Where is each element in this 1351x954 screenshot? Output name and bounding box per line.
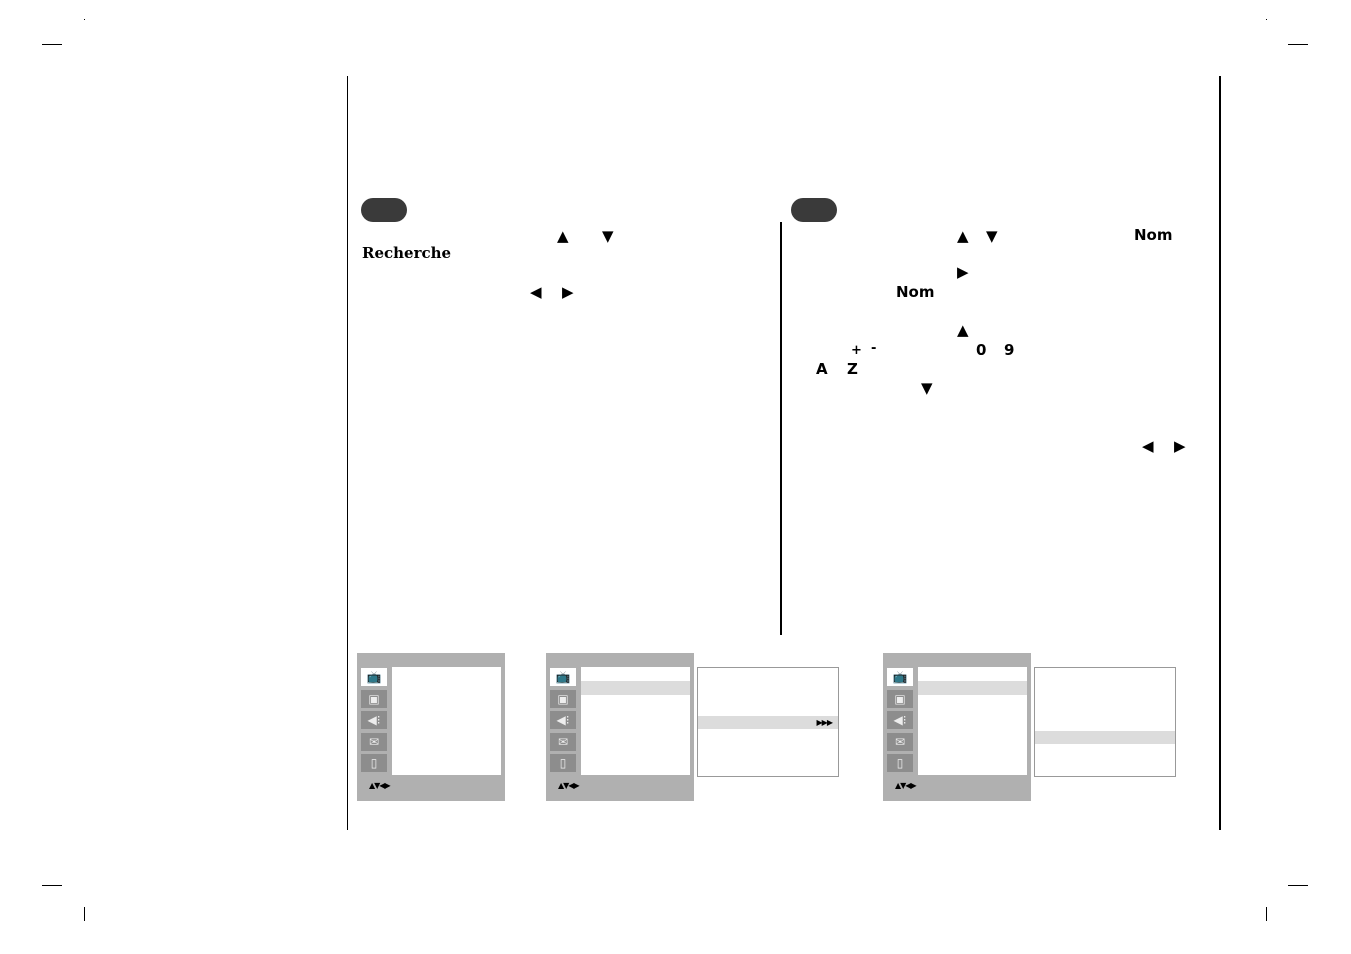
keyword-nom: Nom [896,283,935,301]
crop-mark [1288,44,1308,45]
sound-icon: ◀⁝ [887,711,913,729]
osd-menu-pane [392,667,501,775]
step-badge-right [791,198,837,222]
sound-icon: ◀⁝ [550,711,576,729]
crop-mark [42,44,62,45]
left-page-rule [347,76,348,830]
special-icon: ▯ [361,754,387,772]
keyword-nom: Nom [1134,226,1173,244]
special-icon: ▯ [550,754,576,772]
osd-nav-hint: ▲▼◀▶ [558,781,580,790]
crop-mark [84,907,85,921]
tv-station-icon: 📺 [550,668,576,686]
osd-menu-1: 📺 ▣ ◀⁝ ✉ ▯ ▲▼◀▶ [357,653,505,801]
sound-icon: ◀⁝ [361,711,387,729]
arrow-down-icon: ▼ [921,379,933,397]
column-divider [780,222,782,635]
arrow-up-icon: ▲ [957,227,969,245]
step-badge-left [361,198,407,222]
osd-submenu-highlight: ▶▶▶ [698,716,838,729]
time-icon: ✉ [550,733,576,751]
arrow-right-icon: ▶ [562,283,574,301]
osd-nav-hint: ▲▼◀▶ [895,781,917,790]
arrow-right-icon: ▶ [1174,437,1186,455]
keyword-recherche: Recherche [362,244,452,262]
digit-range-start: 0 [976,341,987,359]
arrow-left-icon: ◀ [1142,437,1154,455]
crop-mark [42,885,62,886]
letter-range-start: A [816,360,828,378]
tv-station-icon: 📺 [887,668,913,686]
plus-key: + [851,343,862,358]
osd-menu-2: 📺 ▣ ◀⁝ ✉ ▯ ▲▼◀▶ [546,653,694,801]
osd-menu-3: 📺 ▣ ◀⁝ ✉ ▯ ▲▼◀▶ [883,653,1031,801]
registration-dot [1266,19,1267,20]
right-page-rule [1219,76,1221,830]
registration-dot [84,19,85,20]
time-icon: ✉ [361,733,387,751]
tv-station-icon: 📺 [361,668,387,686]
osd-submenu-3 [1034,667,1176,777]
picture-icon: ▣ [550,690,576,708]
osd-submenu-highlight [1035,731,1175,744]
osd-menu-highlight [918,681,1027,695]
arrow-down-icon: ▼ [602,227,614,245]
special-icon: ▯ [887,754,913,772]
arrow-right-icon: ▶ [957,263,969,281]
crop-mark [1266,907,1267,921]
digit-range-end: 9 [1004,341,1015,359]
osd-submenu-2: ▶▶▶ [697,667,839,777]
letter-range-end: Z [847,360,858,378]
submenu-arrows: ▶▶▶ [816,718,834,727]
time-icon: ✉ [887,733,913,751]
minus-key: - [871,341,877,356]
picture-icon: ▣ [361,690,387,708]
arrow-left-icon: ◀ [530,283,542,301]
crop-mark [1288,885,1308,886]
arrow-up-icon: ▲ [957,321,969,339]
arrow-up-icon: ▲ [557,227,569,245]
arrow-down-icon: ▼ [986,227,998,245]
osd-nav-hint: ▲▼◀▶ [369,781,391,790]
picture-icon: ▣ [887,690,913,708]
osd-menu-highlight [581,681,690,695]
